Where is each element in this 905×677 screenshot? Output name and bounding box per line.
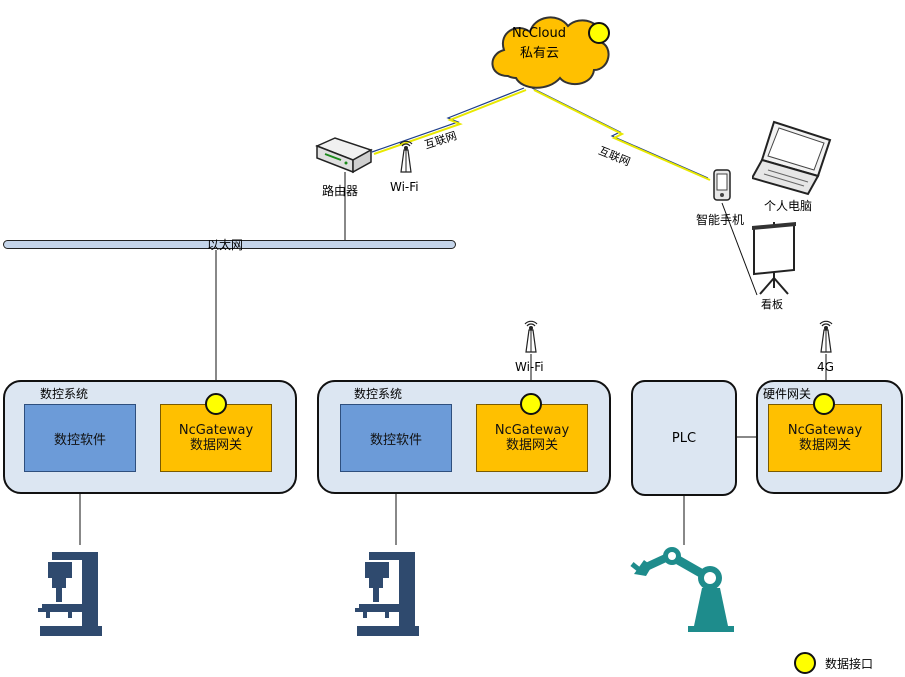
legend-dot: [794, 652, 816, 674]
lightning-link-icon: [531, 87, 711, 181]
ethernet-label: 以太网: [207, 238, 244, 252]
lightning-link-icon: [371, 87, 527, 155]
gateway-subtitle: 数据网关: [505, 438, 558, 453]
cloud-node: NcCloud 私有云: [482, 6, 614, 92]
antenna-icon: [396, 136, 416, 174]
router-wifi-label: Wi-Fi: [390, 180, 419, 194]
data-interface-dot: [813, 393, 835, 415]
data-interface-dot: [588, 22, 610, 44]
gateway-subtitle: 数据网关: [798, 438, 851, 453]
display-board-icon: [750, 218, 798, 296]
ethernet-bus: [3, 240, 456, 249]
hardware-gateway-title: 硬件网关: [763, 387, 812, 401]
legend-data-interface: 数据接口: [825, 657, 874, 671]
gateway-subtitle: 数据网关: [189, 438, 242, 453]
4g-label: 4G: [817, 360, 834, 374]
cloud-subtitle: 私有云: [520, 46, 560, 61]
plc-box: PLC: [631, 380, 737, 496]
board-label: 看板: [761, 298, 783, 311]
gateway-name: NcGateway: [494, 423, 570, 438]
antenna-icon: [816, 316, 836, 354]
cnc-system-title: 数控系统: [354, 387, 403, 401]
laptop-icon: [750, 118, 832, 198]
cnc-system-title: 数控系统: [40, 387, 89, 401]
wifi-label-system2: Wi-Fi: [515, 360, 544, 374]
cnc-software-box: 数控软件: [340, 404, 452, 472]
router-label: 路由器: [322, 184, 359, 198]
data-interface-dot: [520, 393, 542, 415]
cnc-software-box: 数控软件: [24, 404, 136, 472]
cnc-machine-icon: [38, 552, 104, 636]
gateway-name: NcGateway: [178, 423, 254, 438]
ncgateway-box: NcGateway 数据网关: [476, 404, 588, 472]
data-interface-dot: [205, 393, 227, 415]
cloud-name: NcCloud: [512, 26, 567, 41]
pc-label: 个人电脑: [764, 199, 813, 213]
gateway-name: NcGateway: [787, 423, 863, 438]
router-icon: [313, 136, 373, 176]
phone-label: 智能手机: [696, 213, 745, 227]
smartphone-icon: [711, 168, 733, 204]
robot-arm-icon: [630, 542, 736, 632]
antenna-icon: [521, 316, 541, 354]
cnc-machine-icon: [355, 552, 421, 636]
